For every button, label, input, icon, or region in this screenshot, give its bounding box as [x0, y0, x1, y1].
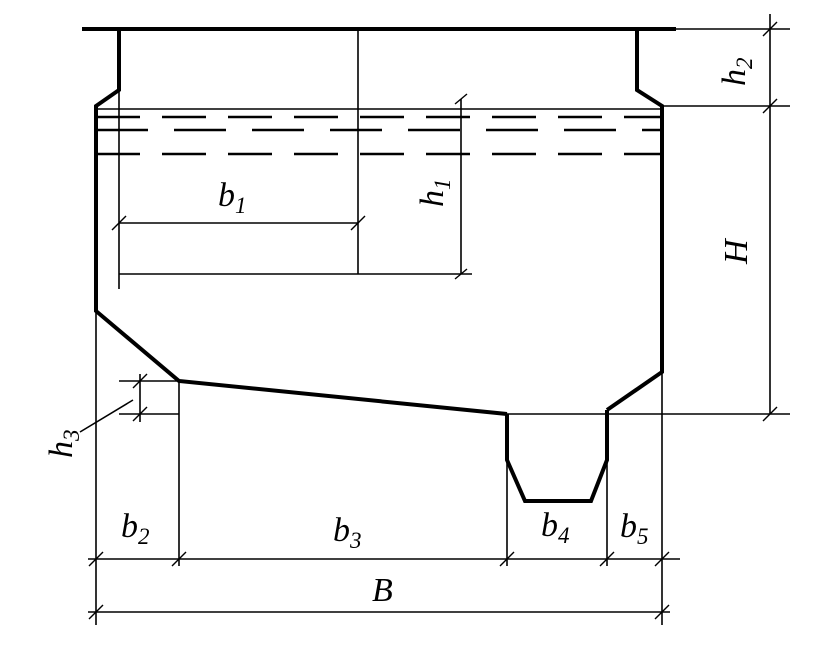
B-tick-left — [88, 604, 104, 620]
label-b5: b5 — [620, 508, 649, 549]
b5-tick-right — [654, 551, 670, 567]
tank-right-wall — [605, 29, 664, 412]
label-B: B — [372, 572, 393, 609]
h2-tick-top — [762, 21, 778, 37]
H-tick-bottom — [762, 406, 778, 422]
label-b1: b1 — [218, 177, 247, 218]
h3-leader-line — [79, 399, 134, 433]
h2-tick-bottom — [762, 98, 778, 114]
sludge-pit-outline — [505, 410, 609, 503]
h3-tick-top — [132, 373, 148, 389]
b1-tick-right — [350, 215, 366, 231]
label-h3: h3 — [43, 430, 84, 459]
h1-tick-bottom — [454, 268, 468, 280]
label-b2: b2 — [121, 508, 150, 549]
label-h1: h1 — [414, 179, 455, 208]
label-h2: h2 — [716, 58, 757, 87]
b1-tick-left — [111, 215, 127, 231]
b4-tick-right — [599, 551, 615, 567]
b2-tick-right — [171, 551, 187, 567]
label-b4: b4 — [541, 507, 570, 548]
tank-left-wall — [94, 29, 508, 416]
h1-tick-top — [454, 93, 468, 105]
label-H: H — [718, 237, 755, 265]
label-b3: b3 — [333, 512, 362, 553]
b2-tick-left — [88, 551, 104, 567]
B-tick-right — [654, 604, 670, 620]
b3-tick-right — [499, 551, 515, 567]
h3-tick-bottom — [132, 406, 148, 422]
